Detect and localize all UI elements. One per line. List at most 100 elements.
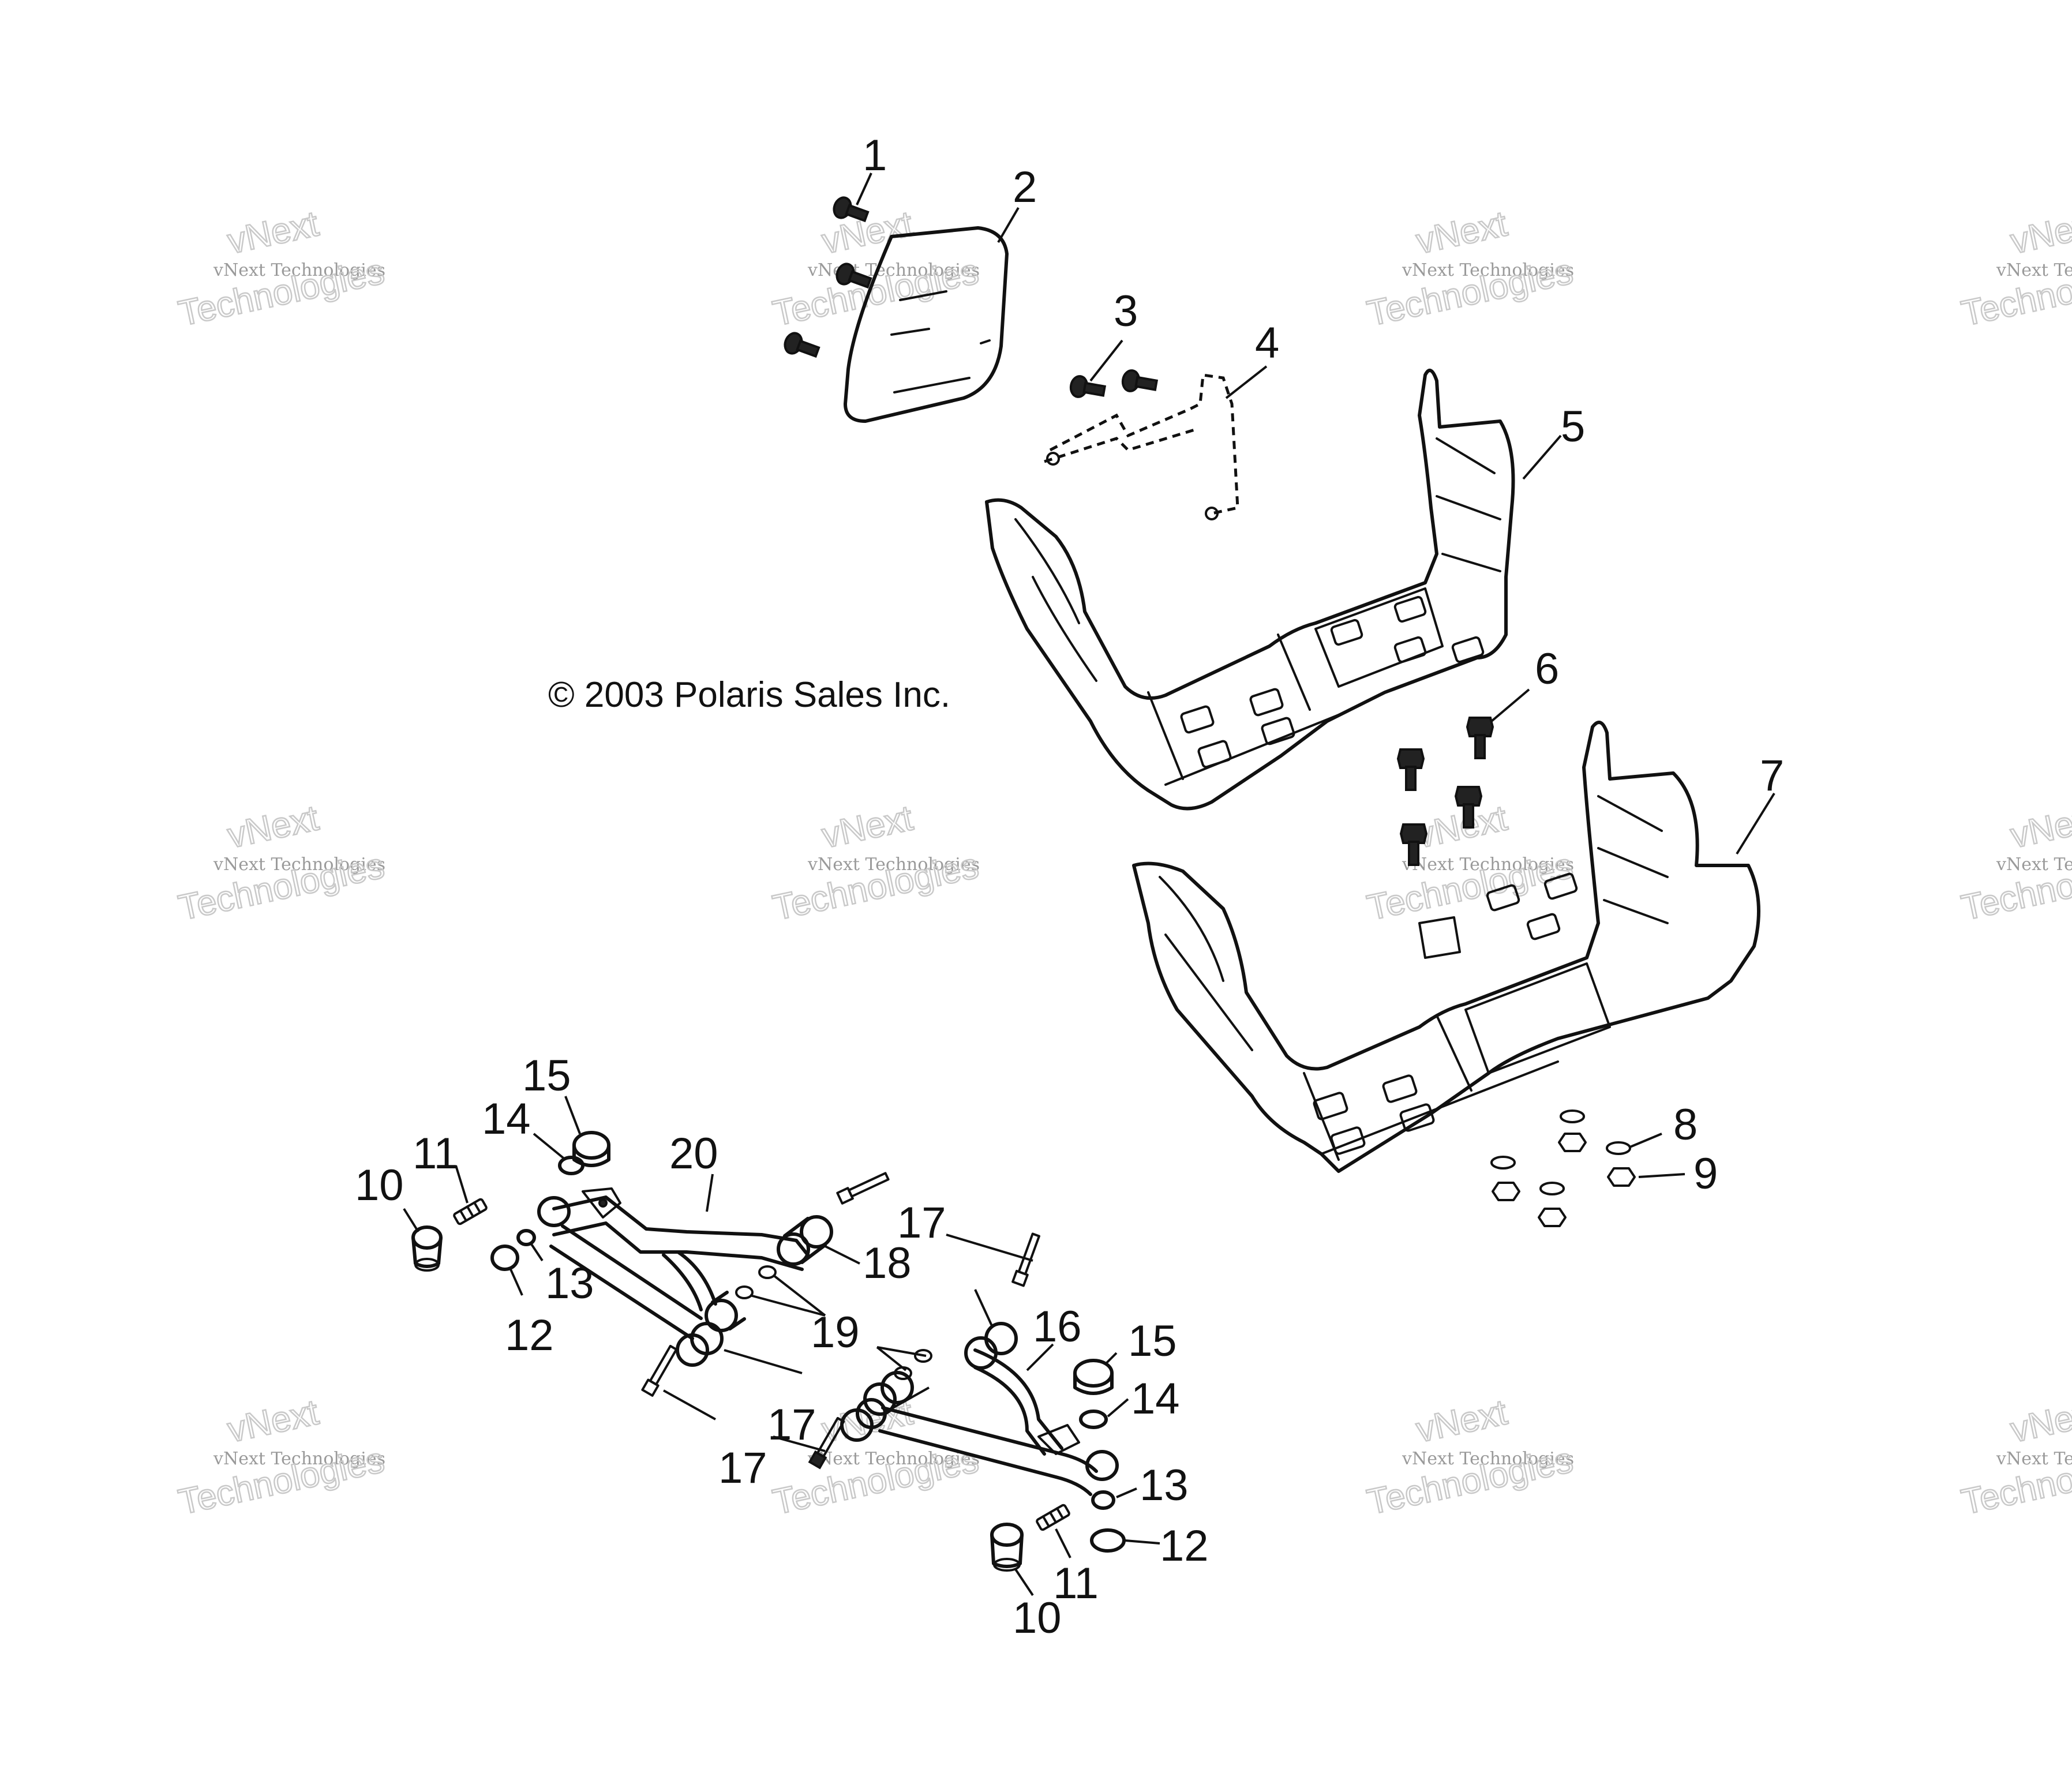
bushing-icon [537, 1196, 571, 1227]
arm-bushing-icon [676, 1322, 724, 1367]
bolt-icon [1011, 1232, 1040, 1287]
callout-13b: 13 [1140, 1461, 1189, 1510]
watermark-tile: vNext vNext Technologies Technologies [1363, 203, 1577, 335]
watermark-tile: vNext vNext Technologies Technologies [174, 203, 388, 335]
screw-icon [833, 196, 870, 223]
watermark-top: vNext [1413, 204, 1511, 261]
callout-4: 4 [1255, 318, 1279, 368]
seal-icon [1090, 1528, 1126, 1553]
watermark-small: vNext Technologies [213, 260, 385, 280]
nut-icon [1558, 1133, 1587, 1152]
screw-icon [1121, 369, 1159, 392]
grease-fitting-icon [453, 1198, 488, 1225]
callout-3: 3 [1114, 287, 1138, 336]
callout-12: 12 [505, 1311, 554, 1360]
arm-bushing-icon [964, 1322, 1018, 1370]
washer-icon [1539, 1182, 1565, 1195]
small-washer-icon [758, 1265, 777, 1279]
watermark-top: vNext [2007, 798, 2072, 856]
watermark-tile: vNext vNext Technologies Technologies [1957, 1392, 2072, 1523]
part-5-footwell [985, 369, 1562, 811]
screw-icon [835, 263, 872, 289]
watermark-top: vNext [224, 204, 322, 261]
nut-icon [1607, 1167, 1636, 1187]
watermark-tile: vNext vNext Technologies Technologies [769, 797, 983, 929]
sleeve-icon [990, 1523, 1024, 1572]
bushing-icon [516, 1229, 536, 1246]
callout-20: 20 [669, 1129, 718, 1178]
watermark-small: vNext Technologies [1996, 854, 2072, 875]
bolt-icon [836, 1172, 890, 1205]
watermark-tile: vNext vNext Technologies Technologies [174, 797, 388, 929]
bolt-icon [1396, 748, 1425, 791]
bushing-icon [1085, 1450, 1119, 1481]
callout-19: 19 [811, 1308, 860, 1357]
watermark-top: vNext [2007, 204, 2072, 261]
callout-14b: 14 [1131, 1374, 1180, 1423]
watermark-top: vNext [224, 798, 322, 856]
bushing-icon [1091, 1490, 1115, 1510]
watermark-small: vNext Technologies [213, 854, 385, 875]
callout-labels: 1 2 3 4 5 6 7 8 9 10 11 12 13 14 15 16 1… [355, 131, 1784, 1643]
watermark-layer: vNext vNext Technologies Technologies vN… [174, 203, 2072, 1523]
part-8-9-washers-nuts [1490, 1109, 1685, 1227]
sleeve-icon [411, 1225, 443, 1272]
bushings [403, 1096, 1160, 1596]
watermark-top: vNext [224, 1392, 322, 1450]
small-washer-icon [914, 1349, 932, 1363]
callout-11b: 11 [1053, 1559, 1099, 1608]
screw-icon [1069, 375, 1107, 398]
bolt-icon [808, 1416, 845, 1470]
part-4-bracket [1044, 365, 1268, 520]
callout-17: 17 [897, 1198, 946, 1247]
watermark-tile: vNext vNext Technologies Technologies [1957, 797, 2072, 929]
ring-icon [1079, 1410, 1108, 1429]
arm-bushing-icon [863, 1371, 914, 1416]
cap-icon [1073, 1359, 1114, 1395]
callout-12b: 12 [1160, 1521, 1209, 1570]
bolt-icon [1454, 786, 1483, 829]
callout-15b: 15 [1128, 1317, 1177, 1366]
watermark-tile: vNext vNext Technologies Technologies [174, 1392, 388, 1523]
callout-10: 10 [355, 1161, 404, 1210]
callout-7: 7 [1760, 751, 1784, 800]
watermark-tile: vNext vNext Technologies Technologies [769, 203, 983, 335]
ring-icon [558, 1156, 584, 1175]
callout-13: 13 [545, 1259, 594, 1308]
watermark-tile: vNext vNext Technologies Technologies [1363, 1392, 1577, 1523]
small-washer-icon [735, 1285, 754, 1299]
watermark-small: vNext Technologies [807, 1449, 980, 1469]
washer-icon [1560, 1109, 1585, 1123]
watermark-small: vNext Technologies [1402, 260, 1574, 280]
part-7-footwell [1132, 721, 1775, 1173]
callout-17c: 17 [718, 1444, 767, 1493]
bolt-icon [1399, 823, 1428, 866]
watermark-tile: vNext vNext Technologies Technologies [1957, 203, 2072, 335]
watermark-small: vNext Technologies [1996, 260, 2072, 280]
screw-icon [784, 332, 820, 358]
part-2-side-panel [844, 207, 1020, 423]
part-20-upper-a-arm [549, 1174, 810, 1340]
callout-18: 18 [863, 1239, 912, 1288]
watermark-small: vNext Technologies [1996, 1449, 2072, 1469]
nut-icon [1492, 1182, 1520, 1201]
callout-1: 1 [863, 131, 887, 180]
watermark-top: vNext [1413, 1392, 1511, 1450]
washer-icon [1490, 1156, 1516, 1169]
watermark-top: vNext [1413, 798, 1511, 856]
watermark-small: vNext Technologies [1402, 854, 1574, 875]
copyright-notice: © 2003 Polaris Sales Inc. [548, 675, 950, 715]
watermark-top: vNext [819, 798, 916, 856]
callout-10b: 10 [1013, 1594, 1062, 1643]
cap-icon [572, 1131, 610, 1167]
watermark-small: vNext Technologies [213, 1449, 385, 1469]
arm-bushing-icon [777, 1215, 833, 1266]
bolt-icon [641, 1344, 678, 1397]
callout-17b: 17 [767, 1400, 816, 1449]
callout-15: 15 [522, 1051, 571, 1100]
bolt-icon [1466, 717, 1494, 759]
callout-9: 9 [1693, 1149, 1718, 1198]
callout-16: 16 [1033, 1302, 1082, 1351]
callout-6: 6 [1535, 644, 1559, 694]
